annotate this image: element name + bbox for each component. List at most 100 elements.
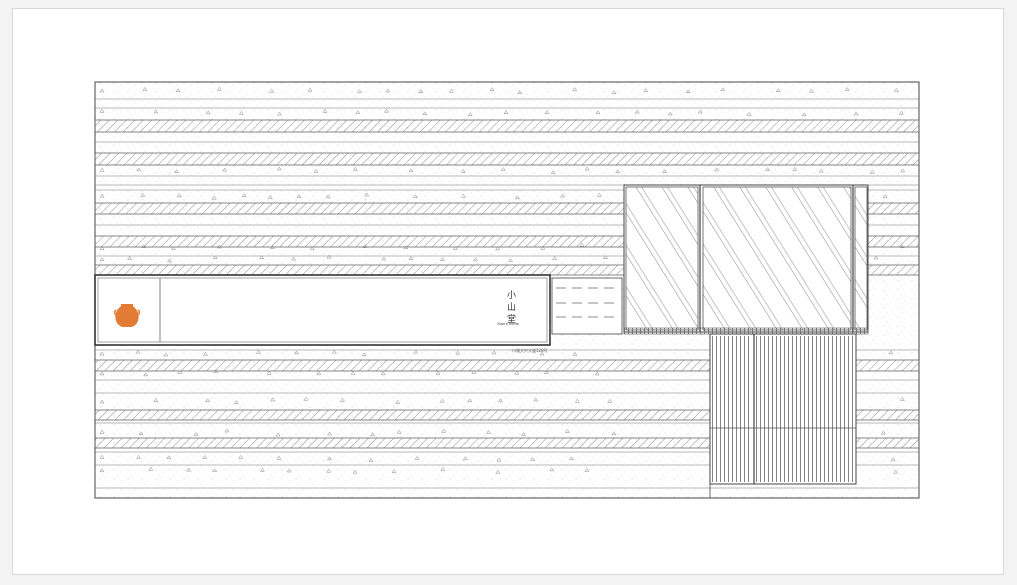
aggregate-mark <box>136 454 142 459</box>
wall-aggregate-marks <box>99 86 906 474</box>
aggregate-mark <box>408 168 414 173</box>
aggregate-mark <box>844 87 850 91</box>
aggregate-mark <box>899 396 905 401</box>
aggregate-mark <box>163 352 169 357</box>
slat-door <box>623 327 869 498</box>
aggregate-mark <box>153 109 159 114</box>
aggregate-mark <box>514 195 520 200</box>
aggregate-mark <box>255 349 261 354</box>
aggregate-mark <box>99 108 105 113</box>
aggregate-mark <box>127 256 133 260</box>
aggregate-mark <box>455 350 461 355</box>
aggregate-mark <box>540 245 546 250</box>
aggregate-mark <box>259 255 265 259</box>
aggregate-mark <box>99 167 105 172</box>
aggregate-mark <box>662 169 668 173</box>
aggregate-mark <box>491 350 497 355</box>
aggregate-mark <box>495 246 501 251</box>
aggregate-mark <box>550 170 556 174</box>
aggregate-mark <box>572 87 578 91</box>
hatched-band <box>94 119 920 133</box>
aggregate-mark <box>327 456 332 461</box>
aggregate-mark <box>322 109 328 113</box>
aggregate-mark <box>611 431 617 436</box>
aggregate-mark <box>286 468 292 473</box>
aggregate-mark <box>99 429 105 434</box>
aggregate-mark <box>685 89 691 93</box>
aggregate-mark <box>186 467 192 472</box>
aggregate-mark <box>697 109 703 114</box>
aggregate-mark <box>882 194 888 198</box>
clay-jar-icon <box>113 304 141 327</box>
aggregate-mark <box>380 371 386 376</box>
address-plaque: 川渝大兴大道128号 <box>512 348 548 353</box>
aggregate-mark <box>212 468 218 473</box>
aggregate-mark <box>801 112 807 116</box>
aggregate-mark <box>603 255 608 259</box>
aggregate-mark <box>413 349 419 354</box>
aggregate-mark <box>355 110 361 115</box>
hatched-band <box>94 152 920 166</box>
aggregate-mark <box>362 244 368 248</box>
aggregate-mark <box>238 110 244 115</box>
aggregate-mark <box>611 90 617 95</box>
aggregate-mark <box>99 193 105 198</box>
aggregate-mark <box>552 256 558 260</box>
signboard <box>94 274 551 346</box>
aggregate-mark <box>176 193 182 198</box>
aggregate-mark <box>467 112 473 117</box>
aggregate-mark <box>148 466 154 471</box>
dashed-infill-panel <box>551 277 623 335</box>
aggregate-mark <box>331 349 337 354</box>
aggregate-mark <box>899 244 905 249</box>
aggregate-mark <box>339 397 345 402</box>
aggregate-mark <box>489 87 495 91</box>
aggregate-mark <box>205 398 211 403</box>
aggregate-mark <box>303 396 309 401</box>
aggregate-mark <box>202 455 208 459</box>
aggregate-mark <box>634 109 640 114</box>
glass-pane-right <box>854 186 868 331</box>
aggregate-mark <box>714 167 720 172</box>
aggregate-mark <box>414 455 420 460</box>
aggregate-mark <box>873 255 879 260</box>
aggregate-mark <box>269 88 275 93</box>
aggregate-mark <box>193 432 199 436</box>
aggregate-mark <box>898 110 904 115</box>
aggregate-mark <box>818 168 824 173</box>
aggregate-mark <box>316 371 322 376</box>
aggregate-mark <box>514 370 520 375</box>
aggregate-mark <box>720 87 726 91</box>
aggregate-mark <box>893 469 898 474</box>
aggregate-mark <box>495 469 501 474</box>
aggregate-mark <box>143 372 149 377</box>
aggregate-mark <box>539 351 545 356</box>
aggregate-mark <box>99 454 105 459</box>
aggregate-mark <box>174 169 179 173</box>
aggregate-mark <box>435 370 441 375</box>
aggregate-mark <box>439 257 445 261</box>
aggregate-mark <box>572 352 578 356</box>
aggregate-mark <box>167 258 173 263</box>
aggregate-mark <box>222 167 228 172</box>
aggregate-mark <box>385 88 391 93</box>
aggregate-mark <box>440 466 446 471</box>
aggregate-mark <box>224 428 230 433</box>
aggregate-mark <box>307 87 313 92</box>
aggregate-mark <box>276 166 282 171</box>
aggregate-mark <box>500 167 506 171</box>
aggregate-mark <box>325 194 331 199</box>
aggregate-mark <box>607 398 613 403</box>
aggregate-mark <box>370 432 376 436</box>
wall-courses <box>94 98 920 489</box>
aggregate-mark <box>449 88 455 93</box>
aggregate-mark <box>503 110 509 115</box>
aggregate-mark <box>391 469 397 474</box>
aggregate-mark <box>212 255 218 259</box>
aggregate-mark <box>202 351 208 356</box>
glazing-block <box>623 184 869 333</box>
aggregate-mark <box>350 370 356 375</box>
aggregate-mark <box>746 111 752 116</box>
aggregate-mark <box>467 398 473 403</box>
aggregate-mark <box>439 398 445 403</box>
